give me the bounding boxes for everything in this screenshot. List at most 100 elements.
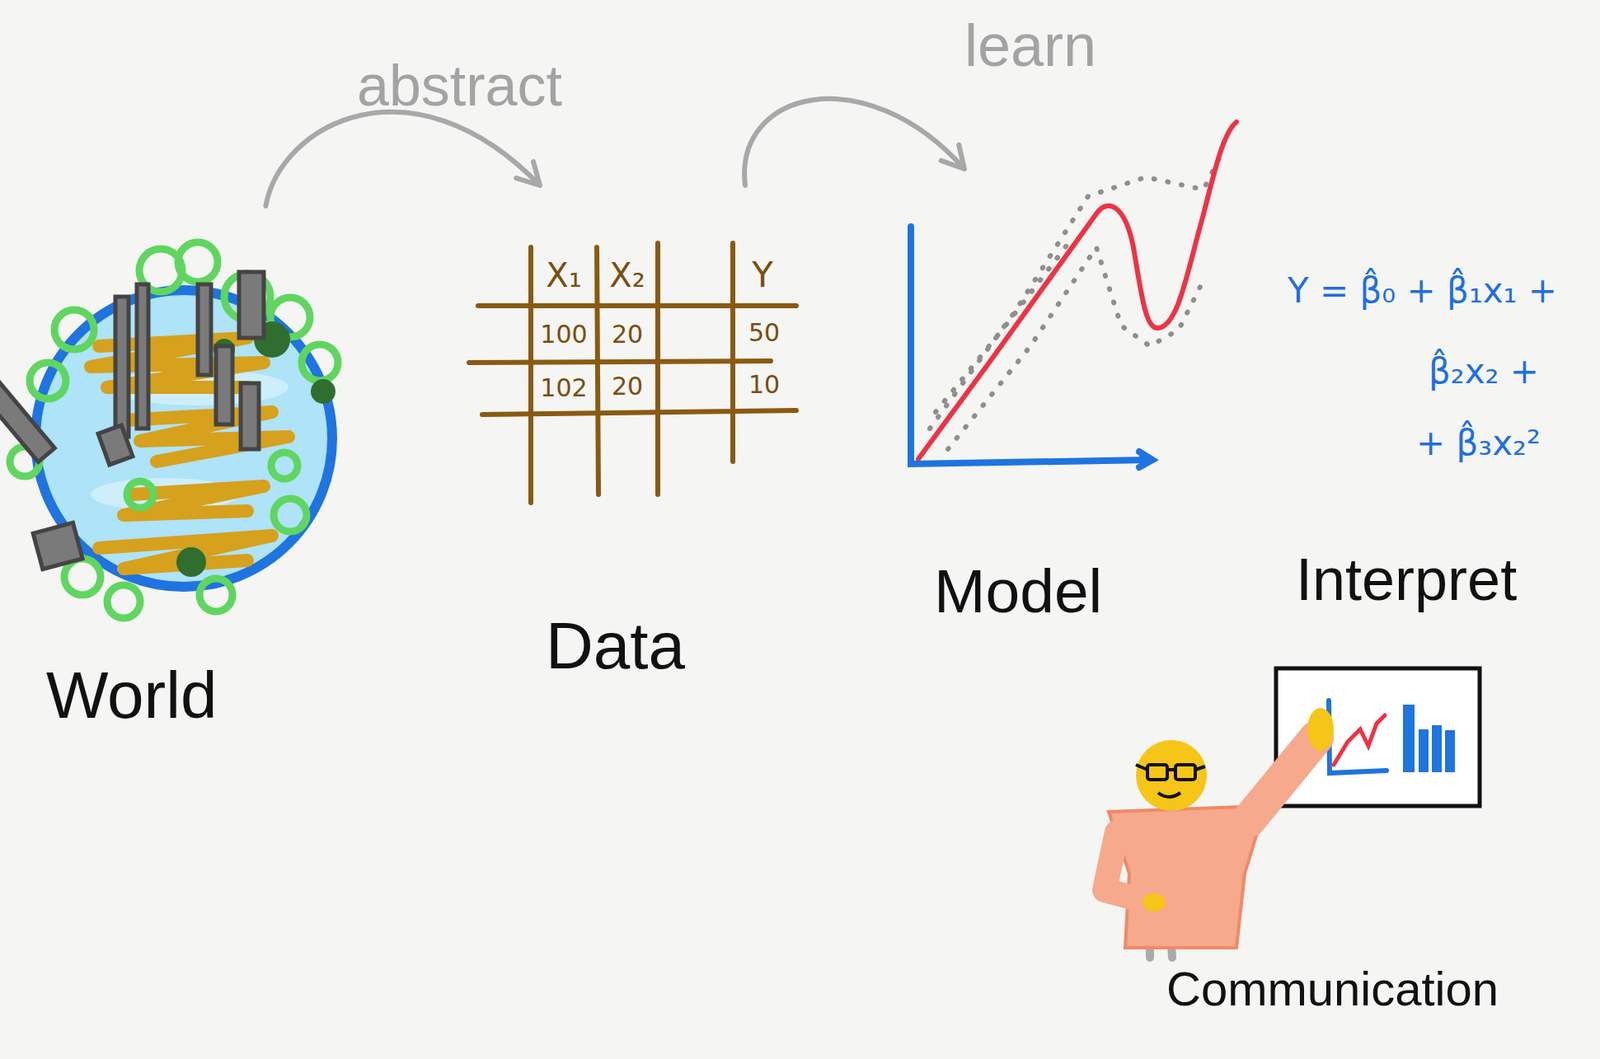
land-scribbles-part xyxy=(123,486,264,516)
table-cell-holder: 20 xyxy=(611,372,643,400)
curved-arrow xyxy=(744,98,965,186)
buildings-part xyxy=(32,522,83,569)
equation-line: β̂₂x₂ + xyxy=(1428,352,1540,391)
world-node: World xyxy=(8,206,371,734)
presenter-part xyxy=(1142,893,1166,912)
presenter-part xyxy=(1135,764,1206,798)
column-header-holder: Y xyxy=(751,256,774,295)
board-part-part xyxy=(1431,725,1442,773)
buildings-part xyxy=(240,383,259,450)
board-part-part xyxy=(1402,704,1415,773)
model-node: Model xyxy=(873,168,1262,631)
trees-part xyxy=(29,362,66,399)
table-grid-part xyxy=(730,243,736,462)
table-grid-part xyxy=(469,361,771,363)
equation-line: + β̂₃x₂² xyxy=(1416,424,1541,463)
arrow-line xyxy=(744,98,965,186)
node-caption: Data xyxy=(545,611,686,681)
trees-part xyxy=(54,309,94,350)
arrow-label: abstract xyxy=(356,54,563,118)
table-grid-part xyxy=(655,243,661,495)
dark-trees-part xyxy=(176,547,207,578)
presenter xyxy=(1104,708,1334,958)
column-header-holder: X₂ xyxy=(609,257,645,294)
column-header: Y xyxy=(751,256,774,295)
table-grid xyxy=(469,243,797,503)
curved-arrow xyxy=(265,112,540,207)
trees-part xyxy=(126,481,154,508)
arrow-line xyxy=(265,112,540,207)
table-grid-part xyxy=(596,247,599,495)
buildings-part xyxy=(0,379,55,463)
table-grid-part xyxy=(528,247,534,503)
step-heading: Communication xyxy=(1166,962,1499,1016)
table-cell: 50 xyxy=(748,319,780,347)
table-cell-holder: 10 xyxy=(748,370,780,399)
table-cell: 20 xyxy=(611,320,643,348)
table-cell: 100 xyxy=(539,320,587,348)
step-heading-holder: Communication xyxy=(1166,962,1499,1016)
trees-part xyxy=(271,452,298,479)
trees-part xyxy=(107,585,141,619)
table-cell-holder: 102 xyxy=(539,374,587,402)
chart-axes-part xyxy=(910,226,1150,465)
presenter-part-part xyxy=(1158,792,1181,798)
board-part xyxy=(1402,704,1455,773)
table-grid-part xyxy=(482,410,797,415)
dotted-scatter-part xyxy=(935,239,1072,413)
step-heading: Interpret xyxy=(1295,547,1517,613)
presenter-part-part xyxy=(1135,764,1206,770)
table-cell: 20 xyxy=(611,372,643,400)
node-caption: Model xyxy=(933,558,1103,625)
buildings-part xyxy=(215,346,233,425)
column-header-holder: X₁ xyxy=(545,257,582,294)
trees-part xyxy=(64,558,101,596)
column-header: X₂ xyxy=(609,257,645,294)
presenter-part-part xyxy=(1175,764,1196,780)
arrow-label-holder: abstract xyxy=(356,54,563,118)
board-part-part xyxy=(1418,729,1429,773)
table-cell: 10 xyxy=(748,370,780,399)
table-cell-holder: 50 xyxy=(748,319,780,347)
chart-axes-part xyxy=(1139,451,1153,468)
equation-line-holder: β̂₂x₂ + xyxy=(1428,352,1540,391)
table-cell-holder: 100 xyxy=(539,320,587,348)
buildings-part xyxy=(239,272,264,338)
table-grid-part xyxy=(478,303,797,309)
equation-line-holder: Y = β̂₀ + β̂₁x₁ + xyxy=(1287,272,1558,310)
board-part xyxy=(1328,700,1387,774)
trees-part xyxy=(273,498,307,532)
presenter-part xyxy=(1307,708,1334,751)
chart-axes xyxy=(910,226,1153,468)
trees-part xyxy=(199,578,233,612)
board-part-part xyxy=(1445,730,1455,773)
buildings-part xyxy=(197,284,212,376)
presenter-part xyxy=(1248,737,1317,821)
trees-part xyxy=(301,344,338,381)
board-part xyxy=(1333,715,1385,765)
column-header: X₁ xyxy=(545,257,582,294)
fitted-curve xyxy=(918,121,1237,460)
equation-line: Y = β̂₀ + β̂₁x₁ + xyxy=(1287,272,1558,310)
node-caption: World xyxy=(46,661,217,731)
arrow-label-holder: learn xyxy=(964,13,1097,79)
dark-trees-part xyxy=(310,379,336,404)
trees xyxy=(9,242,338,619)
presenter-part xyxy=(1104,832,1150,903)
trees-part xyxy=(178,242,218,282)
dotted-scatter-part xyxy=(947,247,1204,450)
step-heading-holder: Interpret xyxy=(1295,547,1517,613)
table-cell-holder: 20 xyxy=(611,320,643,348)
table-cell: 102 xyxy=(539,374,587,402)
arrow-label: learn xyxy=(964,13,1097,79)
buildings xyxy=(0,272,264,570)
presenter-part xyxy=(1135,740,1207,812)
equation-line-holder: + β̂₃x₂² xyxy=(1416,424,1541,463)
buildings-part xyxy=(115,296,129,437)
buildings-part xyxy=(98,425,133,465)
presenter-part-part xyxy=(1147,764,1168,780)
buildings-part xyxy=(136,284,149,429)
